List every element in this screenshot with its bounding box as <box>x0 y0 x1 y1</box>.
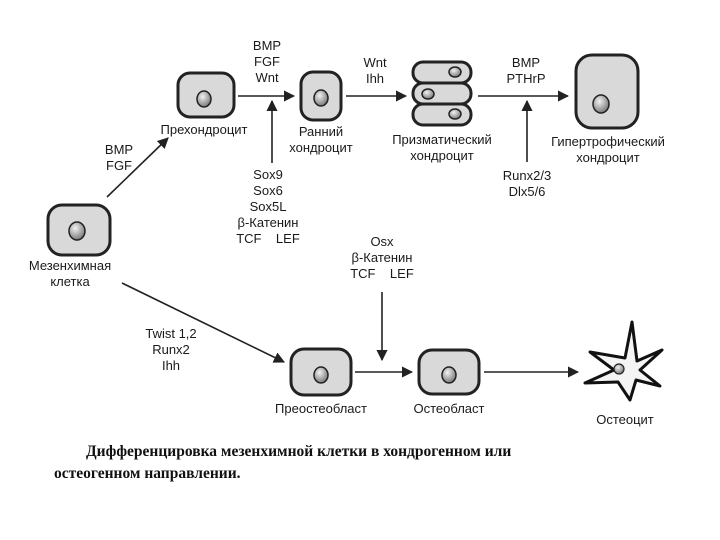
prechondrocyte-cell <box>176 71 236 119</box>
early-chondrocyte-label: Ранний хондроцит <box>289 124 353 155</box>
preosteoblast-cell <box>289 347 353 397</box>
factors-prismatic-to-hypertrophic: BMP PTHrP <box>506 55 546 86</box>
arrow-mes-to-preosteo <box>121 282 286 363</box>
osteoblast-label: Остеобласт <box>413 401 485 416</box>
osteocyte-cell <box>583 320 664 402</box>
factors-mes-to-prechondro: BMP FGF <box>104 142 134 173</box>
caption-line-2: остеогенном направлении. <box>54 465 241 482</box>
prechondrocyte-label: Прехондроцит <box>160 122 248 137</box>
caption-line-1: Дифференцировка мезенхимной клетки в хон… <box>86 443 512 460</box>
osteocyte-label: Остеоцит <box>596 412 654 427</box>
factors-early-to-prismatic: Wnt Ihh <box>363 55 387 86</box>
hypertrophic-chondrocyte-label: Гипертрофический хондроцит <box>551 134 665 165</box>
factors-osx-group: Osx β-Катенин TCF LEF <box>350 234 414 281</box>
hypertrophic-chondrocyte-cell <box>574 53 640 130</box>
prismatic-chondrocyte-label: Призматический хондроцит <box>392 132 492 163</box>
arrow-mes-to-prechondro <box>106 137 169 198</box>
mesenchymal-cell <box>46 203 112 257</box>
factors-sox-group: Sox9 Sox6 Sox5L β-Катенин TCF LEF <box>236 167 300 246</box>
preosteoblast-label: Преостеобласт <box>275 401 367 416</box>
factors-mes-to-preosteo: Twist 1,2 Runx2 Ihh <box>145 326 197 373</box>
factors-runx-dlx: Runx2/3 Dlx5/6 <box>502 168 552 199</box>
factors-prechondro-to-early: BMP FGF Wnt <box>252 38 282 85</box>
prismatic-chondrocyte-cells <box>411 60 473 127</box>
early-chondrocyte-cell <box>299 70 343 122</box>
osteoblast-cell <box>417 348 481 396</box>
mesenchymal-cell-label: Мезенхимная клетка <box>28 258 112 289</box>
